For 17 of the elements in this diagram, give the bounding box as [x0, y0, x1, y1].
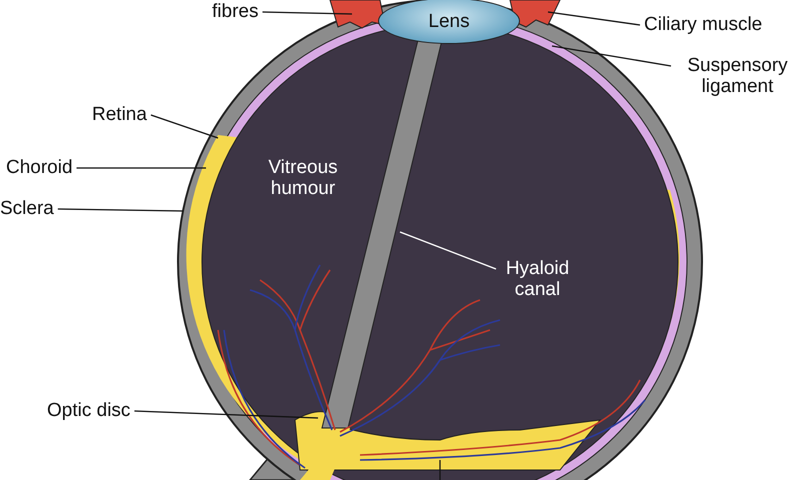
part-label: Ciliary muscle — [644, 14, 762, 35]
part-label: fibres — [212, 1, 258, 22]
leader-line — [552, 45, 672, 67]
leader-line — [76, 167, 206, 169]
leader-line — [262, 11, 352, 15]
leader-line — [548, 11, 640, 26]
leader-line — [400, 231, 496, 270]
leader-line — [58, 208, 184, 212]
part-label: Hyaloid canal — [500, 258, 575, 300]
leader-line — [134, 410, 318, 419]
part-label: Retina — [92, 104, 147, 125]
leader-line — [150, 114, 218, 139]
part-label: Choroid — [6, 157, 73, 178]
part-label: Optic disc — [47, 400, 130, 421]
part-label: Sclera — [0, 198, 54, 219]
part-label: Vitreous humour — [248, 157, 358, 199]
part-label: Suspensory ligament — [675, 55, 800, 97]
